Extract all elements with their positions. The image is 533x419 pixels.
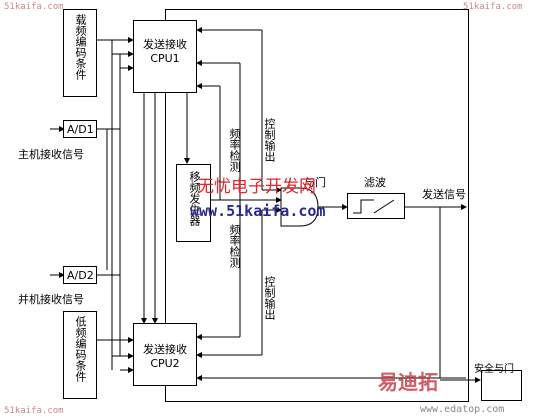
- ad1-label: A/D1: [67, 123, 94, 136]
- carrier-condition-box: 载频编码条件: [63, 9, 97, 97]
- outer-frame: [165, 9, 469, 402]
- ad1-box: A/D1: [63, 120, 97, 138]
- watermark-brand-cn: 易迪拓: [378, 370, 438, 394]
- watermark-corner-tl: 51kaifa.com: [4, 2, 64, 12]
- cpu2-subtitle: CPU2: [150, 357, 180, 370]
- watermark-corner-tr: 51kaifa.com: [463, 2, 523, 12]
- filter-symbol: [353, 199, 374, 214]
- ad2-box: A/D2: [63, 266, 97, 284]
- filter-slash: [373, 199, 395, 214]
- filter-label: 滤波: [364, 176, 386, 189]
- ctrl-out-label-2: 控制输出: [263, 276, 276, 320]
- and-gate-label: 与门: [304, 176, 326, 189]
- safety-and-label: 安全与门: [474, 364, 514, 375]
- main-rx-label: 主机接收信号: [18, 148, 84, 161]
- watermark-brand-url: www.edatop.com: [420, 404, 505, 415]
- freq-detect-label-1: 频率检测: [228, 128, 241, 172]
- cpu1-box: 发送接收 CPU1: [133, 20, 197, 93]
- cpu2-title: 发送接收: [143, 343, 187, 356]
- ad2-label: A/D2: [67, 269, 94, 282]
- filter-box: [347, 193, 405, 219]
- fsk-generator-box: 移频发生器: [176, 164, 211, 242]
- low-condition-label: 低频编码条件: [74, 316, 87, 382]
- watermark-corner-bl: 51kaifa.com: [4, 406, 64, 416]
- low-condition-box: 低频编码条件: [63, 311, 97, 399]
- cpu1-subtitle: CPU1: [150, 52, 180, 65]
- carrier-condition-label: 载频编码条件: [74, 14, 87, 80]
- tx-signal-label: 发送信号: [422, 188, 466, 201]
- watermark-center-url: www.51kaifa.com: [190, 202, 326, 220]
- cpu2-box: 发送接收 CPU2: [133, 323, 197, 386]
- watermark-center-cn: 无忧电子开发网: [197, 177, 316, 197]
- fsk-generator-label: 移频发生器: [188, 171, 201, 226]
- cpu1-title: 发送接收: [143, 38, 187, 51]
- freq-detect-label-2: 频率检测: [228, 224, 241, 268]
- aux-rx-label: 并机接收信号: [18, 293, 84, 306]
- safety-gate-box: [481, 370, 522, 401]
- ctrl-out-label-1: 控制输出: [263, 118, 276, 162]
